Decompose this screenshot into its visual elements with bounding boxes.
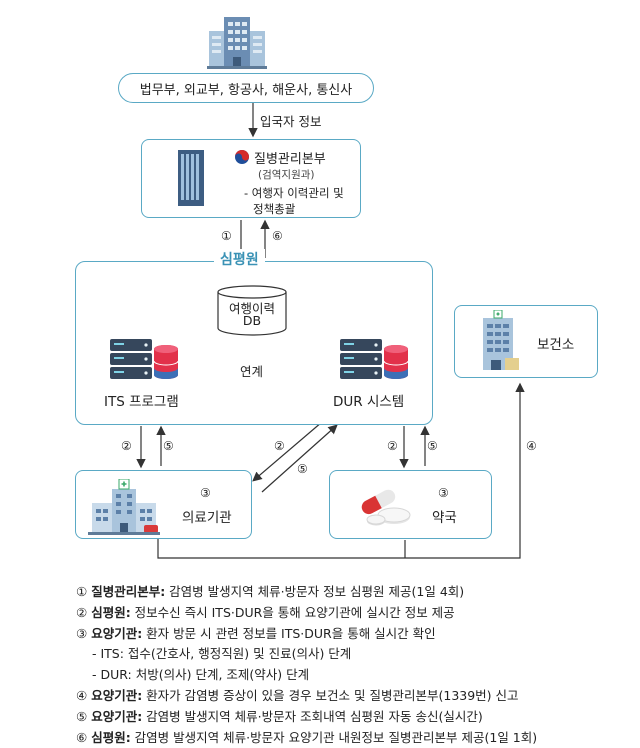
kdca-role-line2: 정책총괄 (253, 202, 296, 216)
taegeuk-logo-icon (235, 150, 249, 164)
health-center-building-icon (483, 310, 519, 370)
health-center-label: 보건소 (537, 337, 575, 353)
hospital-number: ③ (200, 486, 211, 500)
legend-sub-dur: - DUR: 처방(의사) 단계, 조제(약사) 단계 (92, 667, 310, 683)
hospital-box: ③ 의료기관 (75, 470, 252, 539)
arrow-label-5a: ⑤ (163, 439, 174, 453)
legend-item-3: ③ 요양기관: 환자 방문 시 관련 정보를 ITS·DUR을 통해 실시간 확… (76, 625, 436, 641)
its-server-icon (110, 339, 179, 379)
dur-label: DUR 시스템 (333, 394, 405, 410)
entry-info-label: 입국자 정보 (260, 114, 322, 129)
kdca-name: 질병관리본부 (254, 152, 326, 167)
source-agencies-label: 법무부, 외교부, 항공사, 해운사, 통신사 (139, 82, 353, 98)
medicine-pills-icon (361, 489, 411, 526)
database-icon (217, 285, 287, 336)
pharmacy-number: ③ (438, 486, 449, 500)
hira-label: 심평원 (214, 249, 265, 269)
arrow-label-2c: ② (387, 439, 398, 453)
health-center-box: 보건소 (454, 305, 598, 378)
hospital-label: 의료기관 (182, 510, 232, 526)
its-label: ITS 프로그램 (104, 394, 179, 410)
arrow-label-6: ⑥ (272, 229, 283, 243)
legend-item-4: ④ 요양기관: 환자가 감염병 증상이 있을 경우 보건소 및 질병관리본부(1… (76, 687, 519, 703)
pharmacy-box: ③ 약국 (329, 470, 492, 539)
db-label-line1: 여행이력 (228, 301, 275, 316)
dur-server-icon (340, 339, 409, 379)
office-tower-icon (178, 150, 204, 206)
source-agencies-box: 법무부, 외교부, 항공사, 해운사, 통신사 (118, 73, 374, 103)
pharmacy-label: 약국 (432, 510, 457, 526)
kdca-role-line1: - 여행자 이력관리 및 (244, 186, 344, 200)
arrow-label-5c: ⑤ (427, 439, 438, 453)
arrow-label-1: ① (221, 229, 232, 243)
db-label-line2: DB (242, 313, 262, 328)
legend-sub-its: - ITS: 접수(간호사, 행정직원) 및 진료(의사) 단계 (92, 646, 352, 662)
arrow-label-2b: ② (274, 439, 285, 453)
kdca-box: 질병관리본부 (검역지원과) - 여행자 이력관리 및 정책총괄 (141, 139, 361, 218)
arrow-label-5b: ⑤ (297, 462, 308, 476)
building-icon (207, 17, 267, 69)
legend-item-2: ② 심평원: 정보수신 즉시 ITS·DUR을 통해 요양기관에 실시간 정보 … (76, 604, 455, 620)
arrow-label-4: ④ (526, 439, 537, 453)
legend-item-6: ⑥ 심평원: 감염병 발생지역 체류·방문자 요양기관 내원정보 질병관리본부 … (76, 729, 538, 745)
hospital-building-icon (88, 479, 160, 535)
legend-item-5: ⑤ 요양기관: 감염병 발생지역 체류·방문자 조회내역 심평원 자동 송신(실… (76, 708, 483, 724)
arrow-label-2a: ② (121, 439, 132, 453)
kdca-sub: (검역지원과) (258, 169, 315, 181)
legend-item-1: ① 질병관리본부: 감염병 발생지역 체류·방문자 정보 심평원 제공(1일 4… (76, 584, 465, 599)
legend: ① 질병관리본부: 감염병 발생지역 체류·방문자 정보 심평원 제공(1일 4… (76, 582, 537, 748)
link-label: 연계 (240, 364, 264, 379)
